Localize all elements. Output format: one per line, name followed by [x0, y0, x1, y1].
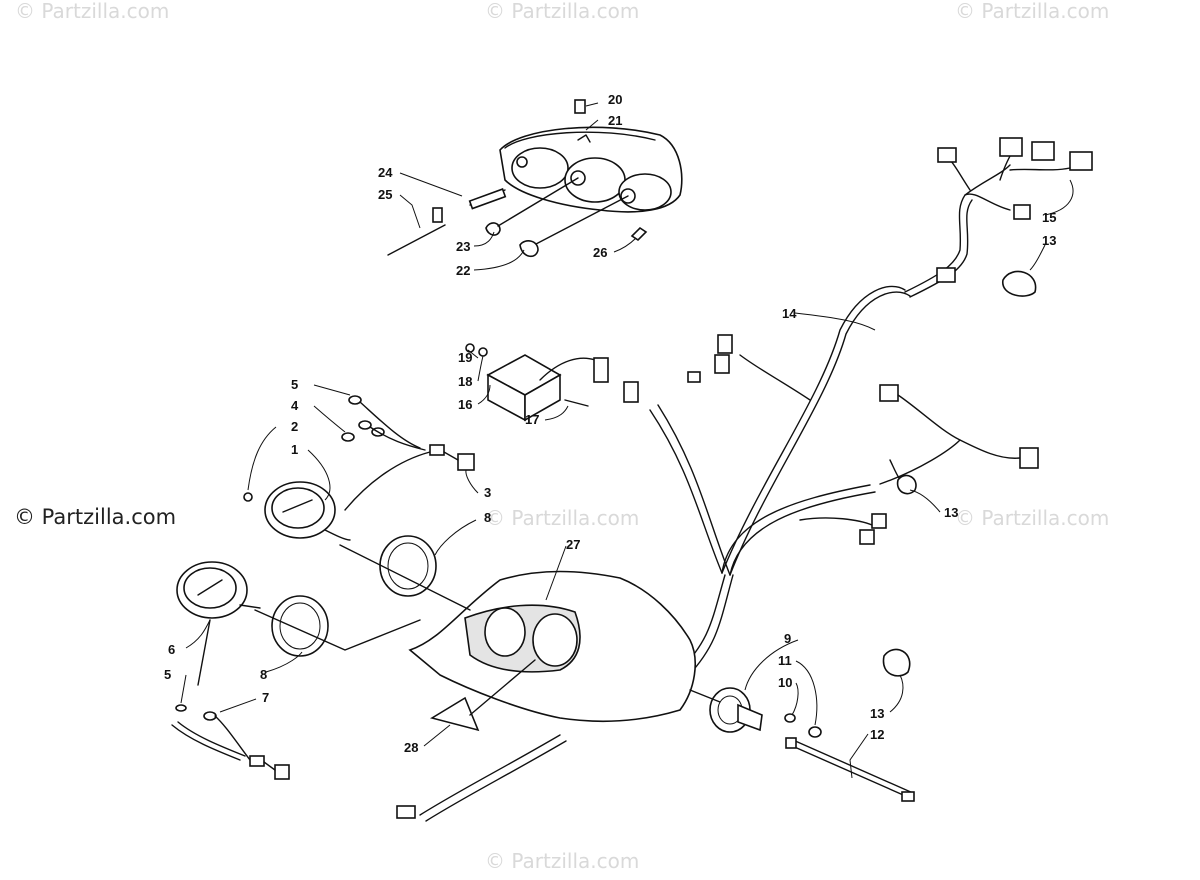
callout-13-middle: 13: [944, 505, 958, 520]
callout-7: 7: [262, 690, 269, 705]
speedo-drive: [689, 648, 915, 802]
callout-2: 2: [291, 419, 298, 434]
callout-18: 18: [458, 374, 472, 389]
bezel-ring-8b: [271, 595, 329, 657]
callout-13-lower: 13: [870, 706, 884, 721]
wiring-harness-upper: [904, 137, 1093, 298]
callout-6: 6: [168, 642, 175, 657]
callout-22: 22: [456, 263, 470, 278]
callout-17: 17: [525, 412, 539, 427]
spring-24: [468, 188, 507, 210]
leader-gauge1: [339, 544, 471, 611]
callout-9: 9: [784, 631, 791, 646]
connector-7: [274, 764, 290, 780]
connector-i: [1013, 204, 1031, 220]
connector-bottom: [396, 805, 416, 819]
cable-tie-13a: [1002, 270, 1037, 297]
callout-21: 21: [608, 113, 622, 128]
cable-end-12a: [785, 737, 797, 749]
connector-e: [879, 384, 899, 402]
callout-20: 20: [608, 92, 622, 107]
callout-8-upper: 8: [484, 510, 491, 525]
connector-h: [936, 267, 956, 283]
connector-f: [871, 513, 887, 529]
partzilla-brand-label: © Partzilla.com: [14, 505, 177, 529]
connector-g: [859, 529, 875, 545]
callout-23: 23: [456, 239, 470, 254]
callout-27: 27: [566, 537, 580, 552]
connector-harness: [623, 381, 639, 403]
connector-k: [999, 137, 1023, 157]
callout-24: 24: [378, 165, 393, 180]
bulb-26: [630, 226, 648, 242]
callout-3: 3: [484, 485, 491, 500]
adjust-screw-25: [387, 224, 446, 256]
leader-gauge6: [254, 609, 421, 651]
watermark-top-left: © Partzilla.com: [15, 0, 169, 23]
connector-a: [717, 334, 733, 354]
callout-13-upper: 13: [1042, 233, 1056, 248]
connector-c: [687, 371, 701, 383]
callouts: 20 21 24 25 23 22 26 19 18 16 17 5 4 2 1…: [164, 92, 1074, 779]
callout-12: 12: [870, 727, 884, 742]
callout-5-lower: 5: [164, 667, 171, 682]
callout-28: 28: [404, 740, 418, 755]
watermark-bottom-center: © Partzilla.com: [485, 849, 639, 873]
callout-1: 1: [291, 442, 298, 457]
connector-j: [937, 147, 957, 163]
voltage-regulator: [465, 343, 609, 422]
bulb-23: [485, 222, 501, 236]
callout-4: 4: [291, 398, 299, 413]
connector-m: [1069, 151, 1093, 171]
speedometer-6: [176, 561, 261, 619]
watermark-mid-center: © Partzilla.com: [485, 506, 639, 530]
connector-d: [1019, 447, 1039, 469]
callout-26: 26: [593, 245, 607, 260]
bulb-22: [519, 240, 539, 258]
callout-8-lower: 8: [260, 667, 267, 682]
connector-b: [714, 354, 730, 374]
callout-14: 14: [782, 306, 797, 321]
callout-10: 10: [778, 675, 792, 690]
tachometer-1: [243, 481, 351, 541]
connector-3: [457, 453, 475, 471]
connector-l: [1031, 141, 1055, 161]
watermark-top-center: © Partzilla.com: [485, 0, 639, 23]
headlight-assembly: [387, 99, 683, 258]
callout-5-upper: 5: [291, 377, 298, 392]
callout-25: 25: [378, 187, 392, 202]
watermark-top-right: © Partzilla.com: [955, 0, 1109, 23]
clip-25: [432, 207, 443, 223]
wiring-harness-main: [396, 285, 1039, 822]
callout-16: 16: [458, 397, 472, 412]
callout-19: 19: [458, 350, 472, 365]
callout-15: 15: [1042, 210, 1056, 225]
watermark-mid-right: © Partzilla.com: [955, 506, 1109, 530]
cable-tie-13c: [882, 648, 911, 677]
bezel-ring-8a: [379, 535, 437, 597]
callout-11: 11: [778, 653, 792, 668]
bracket-20: [574, 99, 586, 114]
cable-end-12b: [901, 791, 915, 802]
console-27: [408, 570, 696, 723]
cable-tie-13b: [896, 474, 917, 495]
gauge-wiring-upper: [341, 395, 475, 511]
gauge-wiring-lower: [171, 704, 290, 780]
regulator-connector: [593, 357, 609, 383]
